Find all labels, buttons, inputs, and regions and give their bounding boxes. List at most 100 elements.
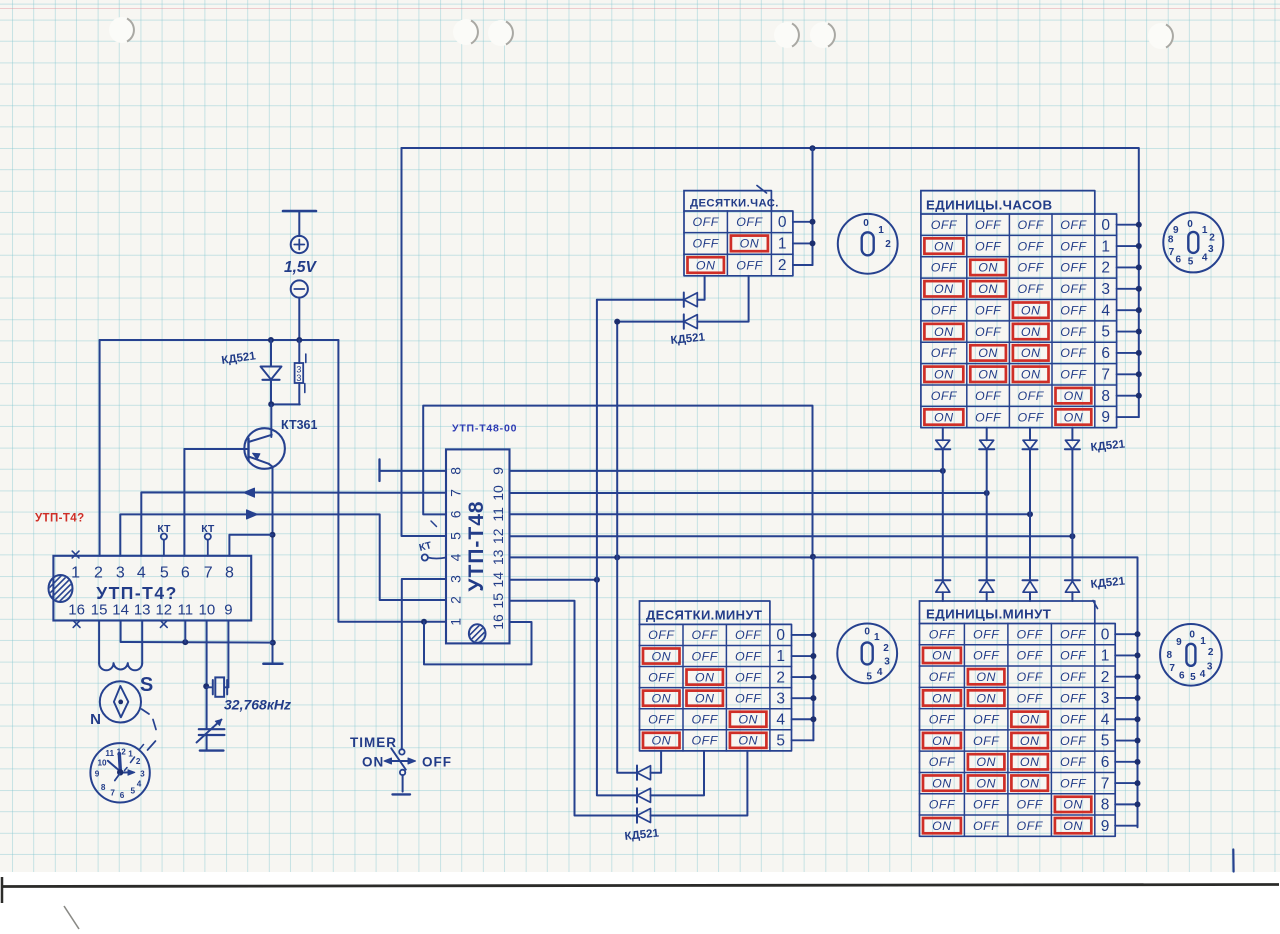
- svg-text:2: 2: [94, 565, 103, 582]
- svg-text:11: 11: [490, 507, 506, 522]
- svg-text:15: 15: [91, 602, 108, 619]
- svg-text:OFF: OFF: [692, 628, 719, 642]
- svg-text:OFF: OFF: [1060, 649, 1087, 663]
- svg-text:OFF: OFF: [648, 670, 675, 684]
- svg-text:OFF: OFF: [1018, 261, 1045, 275]
- svg-text:1: 1: [1200, 636, 1206, 647]
- svg-text:8: 8: [1168, 235, 1174, 246]
- svg-text:OFF: OFF: [1060, 734, 1087, 748]
- svg-text:1: 1: [778, 236, 787, 253]
- svg-text:5: 5: [448, 532, 464, 540]
- svg-text:2: 2: [776, 669, 785, 686]
- svg-text:ON: ON: [932, 819, 952, 833]
- svg-text:КД521: КД521: [221, 350, 257, 367]
- svg-text:ON: ON: [1021, 368, 1041, 382]
- svg-text:32,768кHz: 32,768кHz: [224, 697, 291, 713]
- svg-text:5: 5: [866, 672, 872, 683]
- svg-text:OFF: OFF: [973, 649, 1000, 663]
- svg-text:ON: ON: [1020, 755, 1040, 769]
- svg-text:OFF: OFF: [735, 649, 762, 663]
- svg-text:ON: ON: [934, 325, 954, 339]
- svg-text:OFF: OFF: [692, 734, 719, 748]
- svg-text:ЕДИНИЦЫ.МИНУТ: ЕДИНИЦЫ.МИНУТ: [926, 607, 1051, 622]
- svg-text:OFF: OFF: [1060, 261, 1087, 275]
- svg-text:OFF: OFF: [1060, 368, 1087, 382]
- svg-text:OFF: OFF: [735, 628, 762, 642]
- svg-text:OFF: OFF: [929, 713, 956, 727]
- svg-text:7: 7: [1101, 775, 1110, 792]
- svg-text:КД521: КД521: [1090, 575, 1126, 591]
- svg-text:7: 7: [1101, 366, 1110, 383]
- svg-text:ON: ON: [1064, 410, 1084, 424]
- svg-text:ON: ON: [695, 691, 715, 705]
- svg-text:1: 1: [71, 565, 80, 582]
- svg-text:2: 2: [778, 257, 787, 274]
- svg-text:ON: ON: [651, 691, 671, 705]
- svg-text:OFF: OFF: [975, 218, 1002, 232]
- svg-text:ЕДИНИЦЫ.ЧАСОВ: ЕДИНИЦЫ.ЧАСОВ: [926, 198, 1053, 213]
- svg-text:УТП-Т4?: УТП-Т4?: [96, 583, 178, 603]
- svg-text:8: 8: [225, 565, 234, 582]
- svg-text:OFF: OFF: [1060, 218, 1087, 232]
- svg-text:5: 5: [1101, 733, 1110, 750]
- svg-text:КТ: КТ: [418, 540, 433, 554]
- svg-text:OFF: OFF: [648, 713, 675, 727]
- svg-text:3: 3: [1207, 662, 1213, 673]
- svg-text:OFF: OFF: [1018, 282, 1045, 296]
- svg-text:OFF: OFF: [1017, 819, 1044, 833]
- svg-text:13: 13: [134, 602, 151, 619]
- svg-text:4: 4: [776, 711, 785, 728]
- svg-text:7: 7: [204, 565, 213, 582]
- svg-text:ON: ON: [1021, 346, 1041, 360]
- svg-text:OFF: OFF: [1017, 649, 1044, 663]
- svg-text:4: 4: [1101, 302, 1110, 319]
- svg-text:12: 12: [155, 602, 172, 619]
- svg-text:УТП-Т4?: УТП-Т4?: [35, 513, 85, 525]
- svg-text:7: 7: [110, 789, 115, 798]
- svg-text:OFF: OFF: [693, 237, 720, 251]
- svg-text:КД521: КД521: [670, 331, 706, 347]
- svg-text:4: 4: [877, 667, 883, 678]
- svg-text:ON: ON: [934, 239, 954, 253]
- svg-text:4: 4: [1101, 711, 1110, 728]
- svg-text:5: 5: [776, 733, 785, 750]
- svg-text:5: 5: [160, 565, 169, 582]
- svg-text:5: 5: [131, 787, 136, 796]
- svg-text:ON: ON: [1020, 734, 1040, 748]
- svg-text:0: 0: [1101, 626, 1110, 643]
- svg-text:8: 8: [1101, 388, 1110, 405]
- svg-text:OFF: OFF: [1060, 627, 1087, 641]
- svg-text:0: 0: [863, 218, 869, 229]
- svg-text:ON: ON: [976, 691, 996, 705]
- svg-text:3: 3: [296, 373, 301, 383]
- svg-text:2: 2: [885, 239, 891, 250]
- svg-text:ON: ON: [934, 368, 954, 382]
- svg-text:КД521: КД521: [1090, 438, 1126, 454]
- svg-text:0: 0: [776, 627, 785, 644]
- svg-text:11: 11: [178, 602, 194, 619]
- svg-text:OFF: OFF: [929, 755, 956, 769]
- svg-text:6: 6: [448, 510, 464, 518]
- svg-text:5: 5: [1188, 257, 1194, 268]
- svg-text:OFF: OFF: [929, 627, 956, 641]
- svg-text:OFF: OFF: [1060, 239, 1087, 253]
- svg-text:2: 2: [1209, 233, 1215, 244]
- svg-text:0: 0: [1101, 217, 1110, 234]
- svg-text:ON: ON: [978, 368, 998, 382]
- svg-text:OFF: OFF: [931, 261, 958, 275]
- svg-text:3: 3: [1208, 244, 1214, 255]
- svg-text:OFF: OFF: [975, 325, 1002, 339]
- svg-text:ON: ON: [1021, 303, 1041, 317]
- svg-text:OFF: OFF: [1018, 218, 1045, 232]
- svg-text:3: 3: [448, 575, 464, 583]
- svg-text:OFF: OFF: [692, 713, 719, 727]
- svg-text:КТ: КТ: [157, 523, 171, 535]
- svg-text:10: 10: [490, 485, 506, 501]
- svg-text:6: 6: [181, 565, 190, 582]
- svg-text:ON: ON: [932, 649, 952, 663]
- svg-text:OFF: OFF: [1060, 325, 1087, 339]
- svg-text:ON: ON: [976, 755, 996, 769]
- svg-text:3: 3: [1101, 690, 1110, 707]
- svg-text:ON: ON: [696, 258, 716, 272]
- svg-text:10: 10: [199, 602, 216, 619]
